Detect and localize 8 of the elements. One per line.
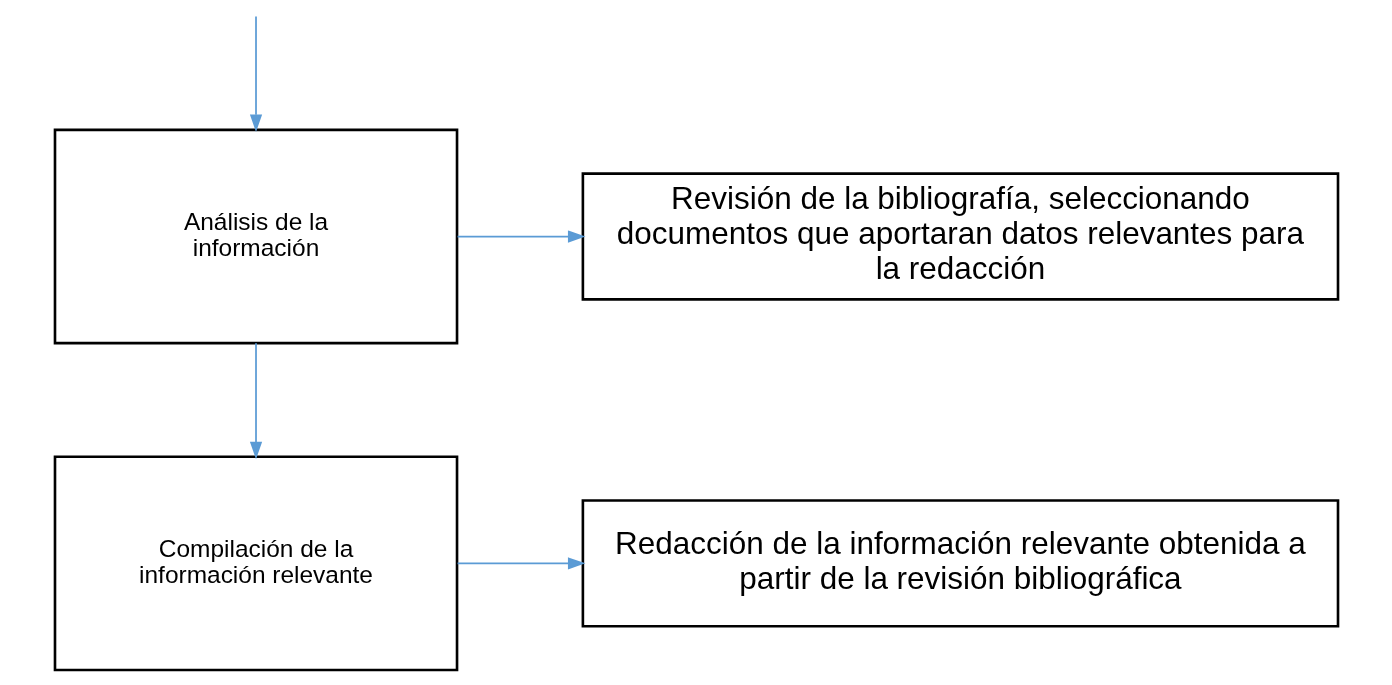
arrow (456, 557, 585, 570)
node-box: Revisión de la bibliografía, seleccionando documentos que aportaran datos relevantes para la redacción (581, 172, 1339, 301)
node-box: Compilación de la información relevante (53, 455, 458, 672)
node-box: Redacción de la información relevante obtenida a partir de la revisión bibliográfica (581, 499, 1339, 628)
arrow (249, 15, 262, 132)
node-box: Análisis de la información (53, 128, 458, 345)
arrow (456, 230, 585, 243)
arrow (249, 342, 262, 460)
